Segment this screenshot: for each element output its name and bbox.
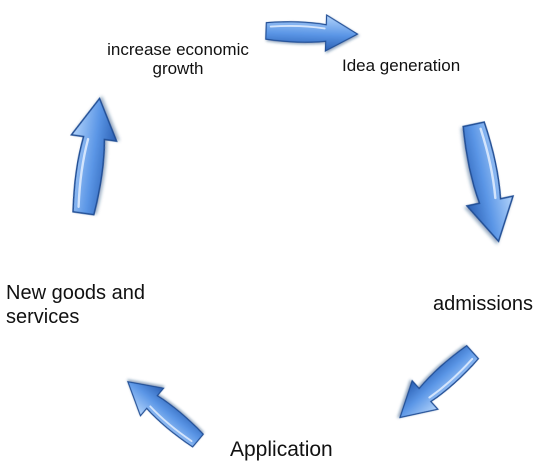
node-label-line: growth — [152, 59, 204, 79]
curved-arrow-icon — [115, 367, 211, 455]
node-increase-economic-growth: increase economic growth — [78, 40, 278, 78]
node-label-line: increase economic — [107, 40, 249, 59]
node-application: Application — [230, 438, 333, 461]
curved-arrow-icon — [386, 337, 487, 433]
node-new-goods-and-services: New goods and services — [6, 281, 145, 329]
node-label-line: services — [6, 306, 80, 328]
curved-arrow-icon — [264, 12, 359, 53]
node-admissions: admissions — [433, 293, 534, 315]
curved-arrow-icon — [449, 118, 523, 247]
node-label-line: New goods and — [6, 282, 145, 304]
node-idea-generation: Idea generation — [342, 56, 461, 75]
curved-arrow-icon — [60, 94, 123, 218]
